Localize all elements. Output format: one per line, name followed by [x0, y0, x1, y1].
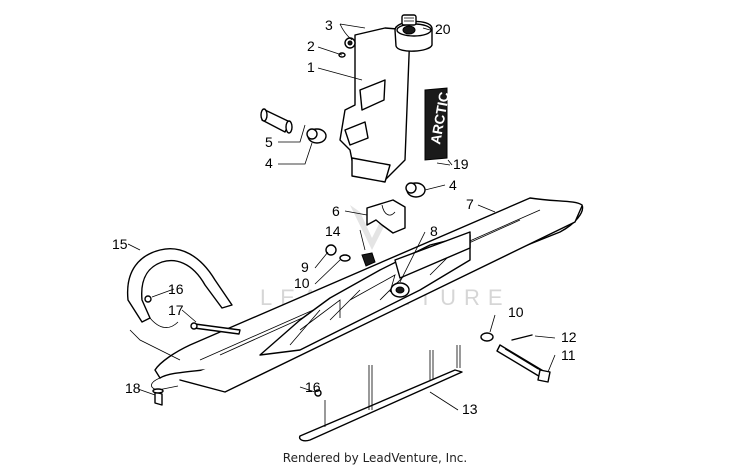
callout-7: 7	[466, 196, 474, 212]
callout-15: 15	[112, 236, 128, 252]
callout-10-right: 10	[508, 304, 524, 320]
cotter-pin-12[interactable]	[511, 334, 533, 341]
callout-14: 14	[325, 223, 341, 239]
callout-17: 17	[168, 302, 184, 318]
rivet-16-left[interactable]	[144, 295, 152, 303]
bushing-4-lower[interactable]	[405, 182, 426, 198]
callout-16-right: 16	[305, 379, 321, 395]
callout-8: 8	[430, 223, 438, 239]
callout-11: 11	[561, 347, 576, 363]
nut-14[interactable]	[361, 252, 376, 267]
spindle-tube[interactable]	[339, 14, 433, 183]
washer-10-right[interactable]	[480, 332, 494, 342]
leader-lines	[127, 23, 556, 411]
callout-6: 6	[332, 203, 340, 219]
bushing-5[interactable]	[260, 108, 293, 134]
callout-20: 20	[435, 21, 451, 37]
callout-10-left: 10	[294, 275, 310, 291]
callout-18: 18	[125, 380, 141, 396]
saddle[interactable]	[366, 199, 406, 234]
bushing-4-upper[interactable]	[306, 128, 327, 144]
footer-credit: Rendered by LeadVenture, Inc.	[282, 451, 468, 465]
bolt-17[interactable]	[190, 322, 241, 335]
callout-labels: 3 2 1 20 5 4 19 4 6 7 8 14 9 10 15 16 17…	[112, 17, 577, 417]
washer-10-left[interactable]	[339, 254, 351, 262]
callout-4-upper: 4	[265, 155, 273, 171]
callout-4-lower: 4	[449, 177, 457, 193]
callout-19: 19	[453, 156, 469, 172]
ski-body[interactable]	[151, 197, 584, 393]
ski-loop[interactable]	[126, 248, 233, 328]
bolt-11[interactable]	[496, 344, 551, 383]
decal: ARCTIC	[424, 87, 452, 161]
callout-5: 5	[265, 134, 273, 150]
callout-3: 3	[325, 17, 333, 33]
callout-9: 9	[301, 259, 309, 275]
bolt-18[interactable]	[152, 388, 164, 406]
callout-16-left: 16	[168, 281, 184, 297]
nut-3[interactable]	[344, 37, 356, 49]
callout-13: 13	[462, 401, 478, 417]
callout-1: 1	[307, 59, 315, 75]
callout-12: 12	[561, 329, 577, 345]
rivet-16-right[interactable]	[314, 389, 322, 397]
nut-9[interactable]	[325, 244, 337, 256]
wear-bar[interactable]	[298, 345, 463, 442]
callout-2: 2	[307, 38, 315, 54]
